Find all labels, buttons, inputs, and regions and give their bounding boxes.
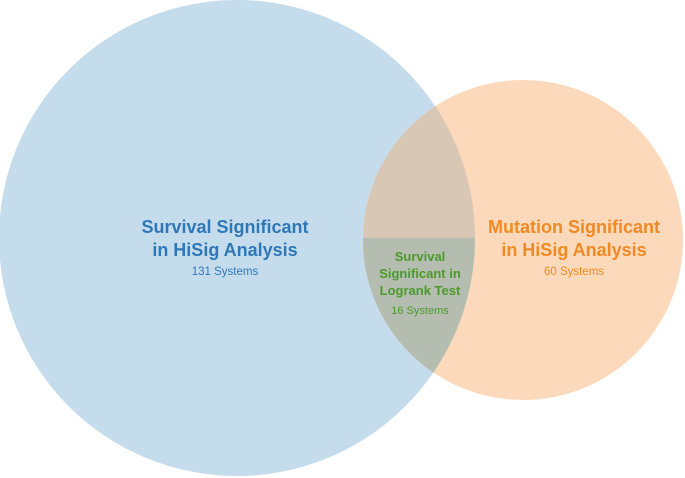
left-set-title-line2: in HiSig Analysis	[152, 240, 297, 260]
right-set-title-line2: in HiSig Analysis	[501, 240, 646, 260]
left-set-title-line1: Survival Significant	[141, 217, 308, 237]
inner-set-title-line3: Logrank Test	[380, 283, 461, 298]
right-set-count: 60 Systems	[544, 266, 604, 278]
left-set-circle	[0, 0, 475, 476]
inner-set-title-line2: Significant in	[379, 266, 461, 281]
inner-set-title-line1: Survival	[395, 249, 446, 264]
left-set-count: 131 Systems	[192, 266, 259, 278]
inner-set-count: 16 Systems	[391, 305, 449, 317]
right-set-title-line1: Mutation Significant	[488, 217, 660, 237]
